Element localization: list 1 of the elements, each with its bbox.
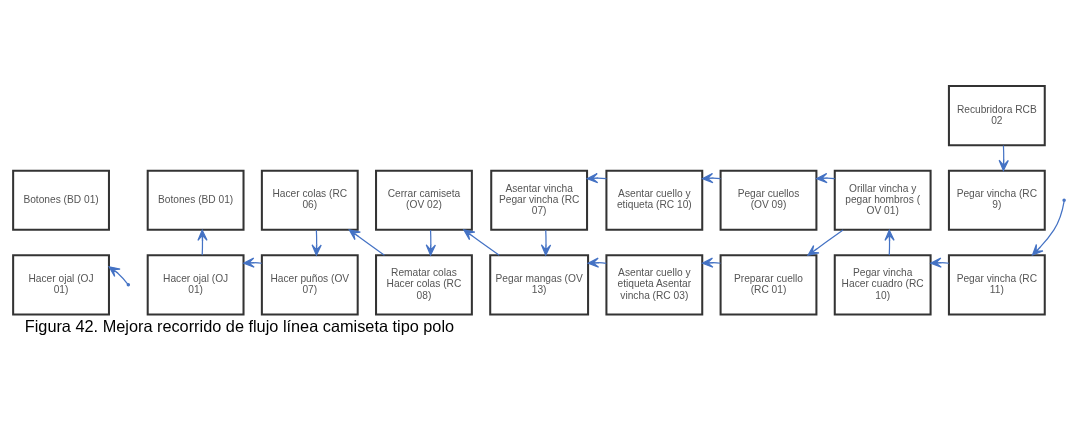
caption: Figura 42. Mejora recorrido de flujo línea camiseta tipo polo xyxy=(24,316,455,335)
